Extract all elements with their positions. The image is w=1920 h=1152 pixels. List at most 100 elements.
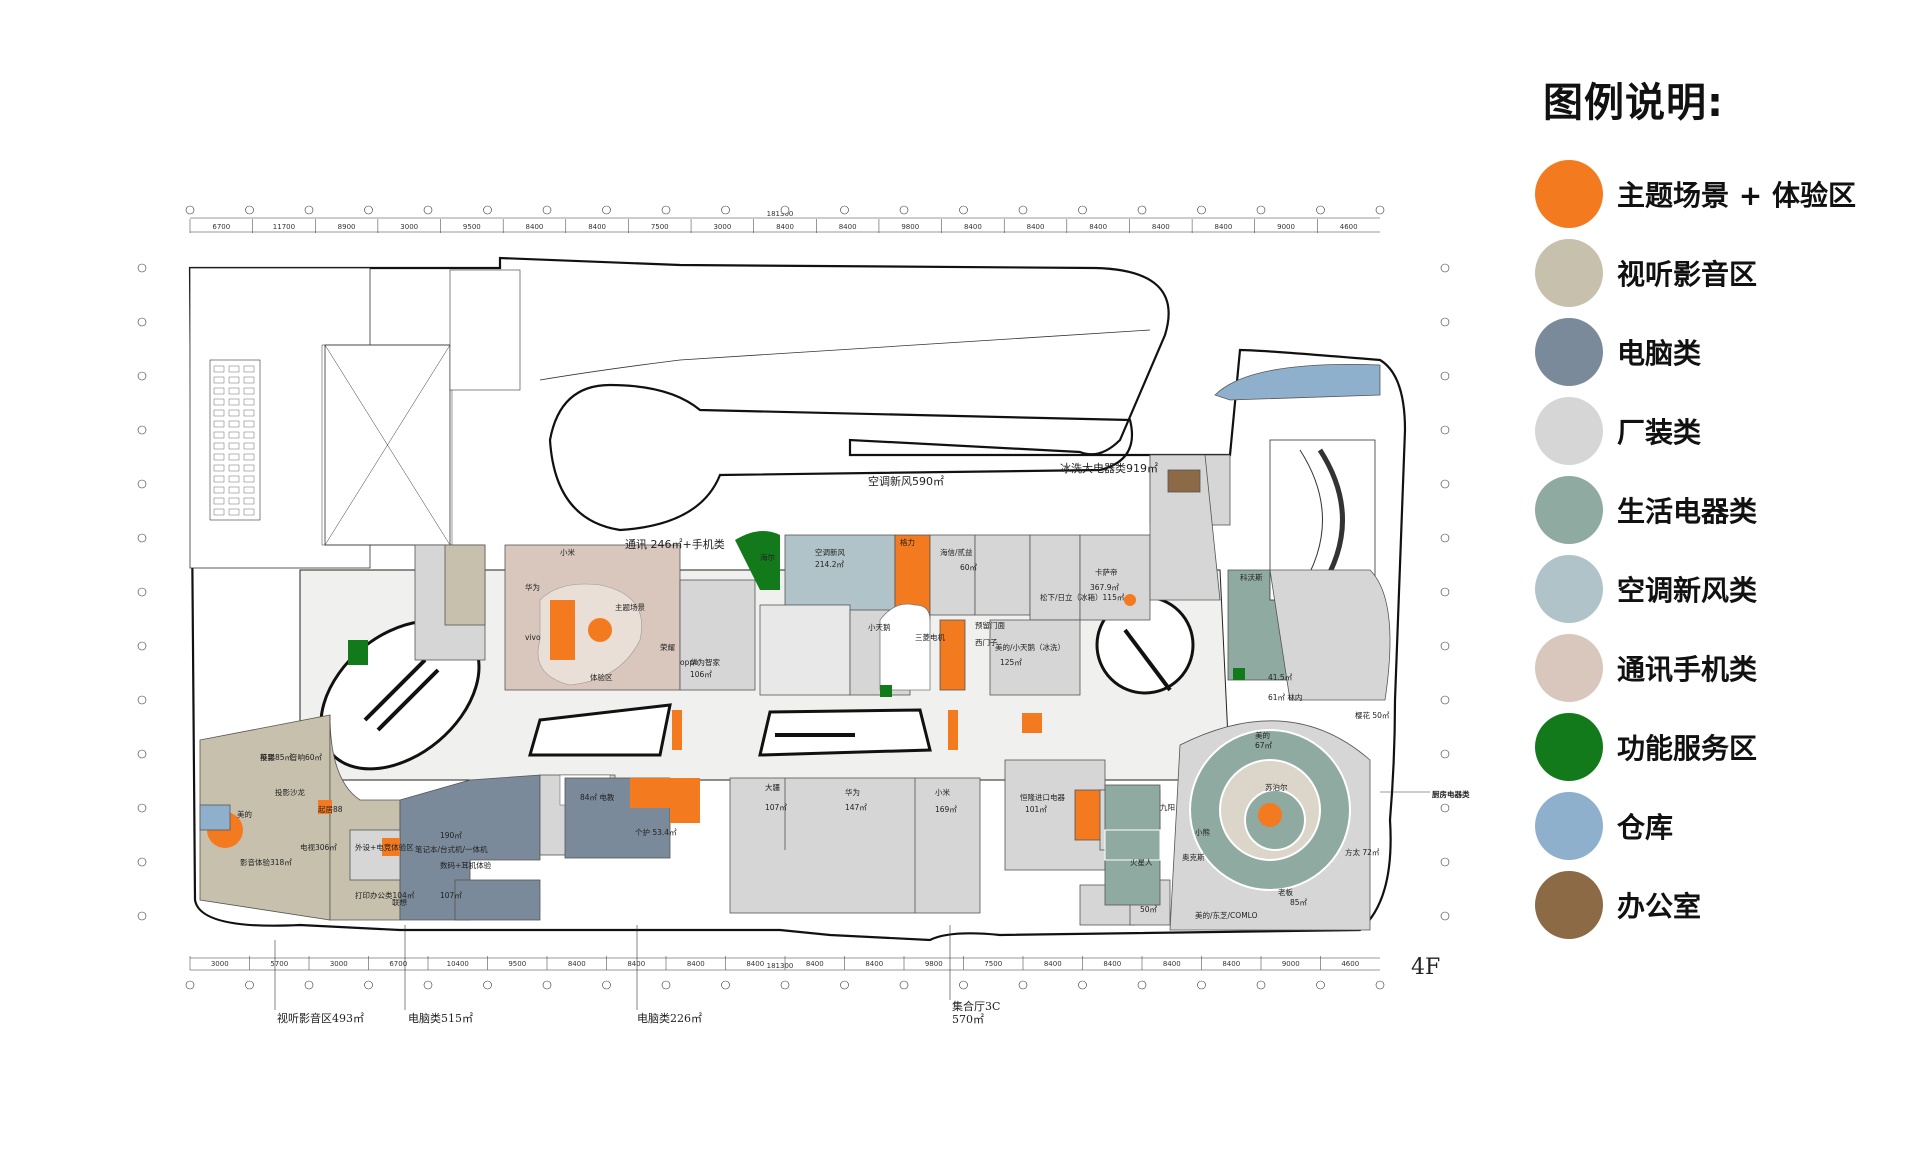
dimension-label: 9000	[1282, 960, 1300, 968]
legend-swatch	[1535, 712, 1603, 781]
store-label: 美的/东芝/COMLO	[1195, 910, 1258, 920]
note-pc-2: 电脑类226㎡	[637, 1012, 702, 1025]
dimension-label: 8400	[964, 223, 982, 231]
store-label: 投影85㎡	[260, 752, 293, 762]
axis-bubble	[1440, 425, 1450, 435]
axis-bubble	[1256, 205, 1266, 215]
axis-bubble	[137, 371, 147, 381]
axis-bubble	[1440, 479, 1450, 489]
legend-item: 生活电器类	[1535, 470, 1915, 549]
dimension-label: 8900	[338, 223, 356, 231]
store-label: 松下/日立（冰箱）115㎡	[1040, 592, 1125, 602]
store-label: 火星人	[1130, 858, 1153, 867]
dimension-label: 4600	[1341, 960, 1359, 968]
dimension-label: 8400	[776, 223, 794, 231]
axis-bubble	[137, 803, 147, 813]
axis-bubble	[137, 587, 147, 597]
axis-bubble	[1440, 749, 1450, 759]
axis-bubble	[661, 980, 671, 990]
axis-bubble	[1256, 980, 1266, 990]
theme-point-se	[1258, 803, 1282, 827]
axis-bubble	[1440, 587, 1450, 597]
legend-label: 电脑类	[1617, 336, 1702, 370]
axis-bubble	[780, 980, 790, 990]
store-label: 125㎡	[1000, 658, 1022, 667]
dimension-label: 8400	[1152, 223, 1170, 231]
dimension-label: 8400	[865, 960, 883, 968]
store-label: 个护 53.4㎡	[635, 827, 677, 837]
store-label: 61㎡ 林内	[1268, 692, 1302, 702]
axis-bubble	[780, 205, 790, 215]
dimension-label: 3000	[400, 223, 418, 231]
store-label: 数码+耳机体验	[440, 860, 492, 870]
dimension-label: 8400	[627, 960, 645, 968]
store-label: 华为	[525, 582, 540, 592]
store-label: 小天鹅	[868, 622, 891, 632]
axis-bubble	[304, 205, 314, 215]
store-label: vivo	[525, 633, 541, 642]
zone-label-comms: 通讯 246㎡+手机类	[625, 537, 725, 551]
legend-item: 仓库	[1535, 786, 1915, 865]
dimension-label: 8400	[687, 960, 705, 968]
store-label: 笔记本/台式机/一体机	[415, 844, 488, 854]
dimension-label: 7500	[984, 960, 1002, 968]
legend-item: 视听影音区	[1535, 233, 1915, 312]
axis-bubble	[899, 980, 909, 990]
store-label: 樱花 50㎡	[1355, 710, 1390, 720]
store-label: 107㎡	[440, 891, 462, 900]
legend-label: 生活电器类	[1617, 494, 1758, 528]
axis-bubble	[1440, 803, 1450, 813]
dimension-label: 8400	[1089, 223, 1107, 231]
legend-label: 主题场景 + 体验区	[1617, 178, 1856, 212]
store-label: 老板	[1278, 887, 1294, 897]
zone-label-aircon: 空调新风590㎡	[868, 474, 944, 488]
axis-bubble	[137, 317, 147, 327]
zone-label-icebox: 冰洗大电器类919㎡	[1060, 461, 1158, 475]
store-label: oppo	[680, 658, 699, 667]
store-label: 小熊	[1195, 827, 1211, 837]
dimension-label: 3000	[330, 960, 348, 968]
legend-label: 功能服务区	[1617, 731, 1758, 765]
axis-bubbles-left	[137, 263, 147, 921]
store-label: 主题场景	[615, 602, 645, 612]
store-label: 海尔	[760, 552, 775, 562]
store-label: 美的	[1255, 730, 1270, 740]
total-dimension-bottom: 181300	[767, 962, 794, 970]
total-dimension-top: 181300	[767, 210, 794, 218]
axis-bubble	[364, 205, 373, 215]
legend-item: 主题场景 + 体验区	[1535, 154, 1915, 233]
store-label: 101㎡	[1025, 805, 1047, 814]
axis-bubble	[1440, 371, 1450, 381]
axis-bubble	[304, 980, 314, 990]
axis-bubble	[1197, 980, 1206, 990]
store-label: 影音体验318㎡	[240, 857, 292, 867]
axis-bubble	[1375, 980, 1385, 990]
dimension-label: 4600	[1340, 223, 1358, 231]
axis-bubble	[602, 980, 611, 990]
dimension-label: 8400	[806, 960, 824, 968]
axis-bubble	[899, 205, 909, 215]
legend-item: 办公室	[1535, 865, 1915, 944]
store-label: 67㎡	[1255, 741, 1273, 750]
dimension-label: 5700	[270, 960, 288, 968]
dimension-label: 9500	[508, 960, 526, 968]
legend-title: 图例说明:	[1543, 80, 1724, 126]
dimension-label: 7500	[651, 223, 669, 231]
note-pc-1: 电脑类515㎡	[408, 1012, 473, 1025]
axis-bubbles-right	[1440, 263, 1450, 921]
dimension-label: 9000	[1277, 223, 1295, 231]
store-label: 格力	[900, 537, 915, 547]
axis-bubble	[721, 205, 730, 215]
axis-bubble	[542, 980, 552, 990]
axis-bubble	[185, 205, 195, 215]
legend-label: 通讯手机类	[1617, 652, 1758, 686]
upper-atrium	[548, 383, 1134, 532]
axis-bubble	[1137, 980, 1147, 990]
axis-bubble	[1440, 911, 1450, 921]
axis-bubble	[137, 911, 147, 921]
center-void-left	[528, 703, 672, 757]
axis-bubble	[1137, 205, 1147, 215]
store-label: 方太 72㎡	[1345, 847, 1380, 857]
office-room	[1167, 469, 1201, 493]
